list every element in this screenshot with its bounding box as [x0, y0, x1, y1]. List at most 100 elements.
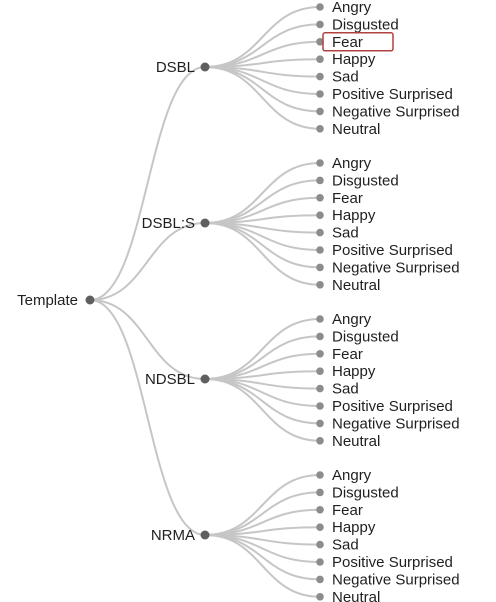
leaf-node[interactable]: Neutral: [316, 589, 380, 602]
leaf-dot: [316, 38, 324, 46]
link-branch-leaf-0-0: [204, 6, 321, 68]
leaf-node[interactable]: Negative Surprised: [316, 259, 460, 276]
leaf-dot: [316, 437, 324, 445]
leaf-node[interactable]: Negative Surprised: [316, 103, 460, 120]
leaf-label: Fear: [332, 34, 363, 51]
highlight-box: [322, 32, 394, 52]
leaf-dot: [316, 125, 324, 133]
leaf-label: Positive Surprised: [332, 242, 453, 259]
leaf-dot: [316, 593, 324, 601]
leaf-dot: [316, 55, 324, 63]
leaf-label: Angry: [332, 467, 372, 484]
leaf-dot: [316, 176, 324, 185]
leaf-node[interactable]: Happy: [316, 207, 376, 224]
leaf-node[interactable]: Disgusted: [316, 328, 399, 345]
leaf-label: Negative Surprised: [332, 571, 460, 588]
link-root-branch-0: [89, 66, 206, 301]
link-branch-leaf-1-0: [204, 162, 321, 224]
leaf-node[interactable]: Angry: [316, 311, 372, 328]
link-branch-leaf-0-6: [204, 66, 321, 113]
leaf-node[interactable]: Neutral: [316, 277, 380, 294]
leaf-node[interactable]: Happy: [316, 363, 376, 380]
leaf-label: Neutral: [332, 589, 380, 602]
branch-node-3[interactable]: NRMA: [151, 527, 210, 544]
link-branch-leaf-2-7: [204, 378, 321, 442]
leaf-node[interactable]: Fear: [316, 190, 363, 207]
leaf-dot: [316, 506, 324, 514]
leaf-label: Sad: [332, 537, 359, 554]
leaf-dot: [316, 332, 324, 341]
leaf-node[interactable]: Happy: [316, 51, 376, 68]
branch-dot: [200, 62, 210, 72]
link-branch-leaf-0-3: [204, 58, 321, 68]
leaf-node[interactable]: Angry: [316, 0, 372, 16]
leaf-label: Fear: [332, 346, 363, 363]
leaf-node[interactable]: Fear: [316, 346, 363, 363]
link-root-branch-1: [89, 222, 206, 301]
leaf-label: Positive Surprised: [332, 398, 453, 415]
leaf-label: Disgusted: [332, 16, 399, 33]
leaf-node[interactable]: Neutral: [316, 433, 380, 450]
leaf-label: Negative Surprised: [332, 415, 460, 432]
leaf-label: Happy: [332, 519, 376, 536]
leaf-label: Fear: [332, 502, 363, 519]
leaf-dot: [316, 159, 324, 167]
branch-node-0[interactable]: DSBL: [156, 59, 210, 76]
leaf-dot: [316, 90, 324, 98]
branch-node-1[interactable]: DSBL:S: [142, 215, 210, 232]
leaf-node[interactable]: Sad: [316, 225, 359, 242]
leaf-label: Disgusted: [332, 328, 399, 345]
links-layer: [89, 6, 321, 598]
leaf-node[interactable]: Happy: [316, 519, 376, 536]
link-branch-leaf-2-0: [204, 318, 321, 380]
leaf-dot: [316, 20, 324, 29]
leaf-label: Sad: [332, 225, 359, 242]
leaf-label: Negative Surprised: [332, 259, 460, 276]
leaf-node[interactable]: Negative Surprised: [316, 571, 460, 588]
leaf-node[interactable]: Positive Surprised: [316, 554, 453, 571]
leaf-node[interactable]: Fear: [316, 502, 363, 519]
leaf-node[interactable]: Disgusted: [316, 172, 399, 189]
leaf-dot: [316, 523, 324, 531]
leaf-dot: [316, 211, 324, 219]
leaf-node[interactable]: Sad: [316, 69, 359, 86]
link-branch-leaf-2-3: [204, 370, 321, 380]
root-label: Template: [17, 292, 78, 309]
leaf-dot: [316, 228, 324, 237]
nodes-layer: Template DSBLAngryDisgustedFearHappySadP…: [17, 0, 459, 602]
link-root-branch-3: [89, 299, 206, 536]
leaf-node[interactable]: Positive Surprised: [316, 86, 453, 103]
leaf-dot: [316, 107, 324, 116]
leaf-node[interactable]: Fear: [316, 32, 394, 52]
leaf-node[interactable]: Disgusted: [316, 484, 399, 501]
leaf-label: Neutral: [332, 433, 380, 450]
leaf-node[interactable]: Angry: [316, 467, 372, 484]
leaf-dot: [316, 3, 324, 11]
branch-node-2[interactable]: NDSBL: [145, 371, 210, 388]
leaf-node[interactable]: Sad: [316, 381, 359, 398]
link-branch-leaf-1-3: [204, 214, 321, 224]
leaf-node[interactable]: Negative Surprised: [316, 415, 460, 432]
leaf-node[interactable]: Positive Surprised: [316, 398, 453, 415]
leaf-label: Sad: [332, 69, 359, 86]
leaf-label: Fear: [332, 190, 363, 207]
leaf-dot: [316, 315, 324, 323]
leaf-dot: [316, 72, 324, 81]
branch-label: DSBL: [156, 59, 195, 76]
link-root-branch-2: [89, 299, 206, 380]
leaf-node[interactable]: Angry: [316, 155, 372, 172]
leaf-label: Negative Surprised: [332, 103, 460, 120]
branch-label: NDSBL: [145, 371, 195, 388]
leaf-label: Sad: [332, 381, 359, 398]
leaf-node[interactable]: Neutral: [316, 121, 380, 138]
leaf-node[interactable]: Disgusted: [316, 16, 399, 33]
leaf-node[interactable]: Sad: [316, 537, 359, 554]
leaf-node[interactable]: Positive Surprised: [316, 242, 453, 259]
leaf-dot: [316, 350, 324, 358]
branch-dot: [200, 374, 210, 384]
link-branch-leaf-2-6: [204, 378, 321, 425]
root-node[interactable]: Template: [17, 292, 95, 309]
leaf-label: Happy: [332, 207, 376, 224]
leaf-dot: [316, 471, 324, 479]
leaf-dot: [316, 384, 324, 393]
